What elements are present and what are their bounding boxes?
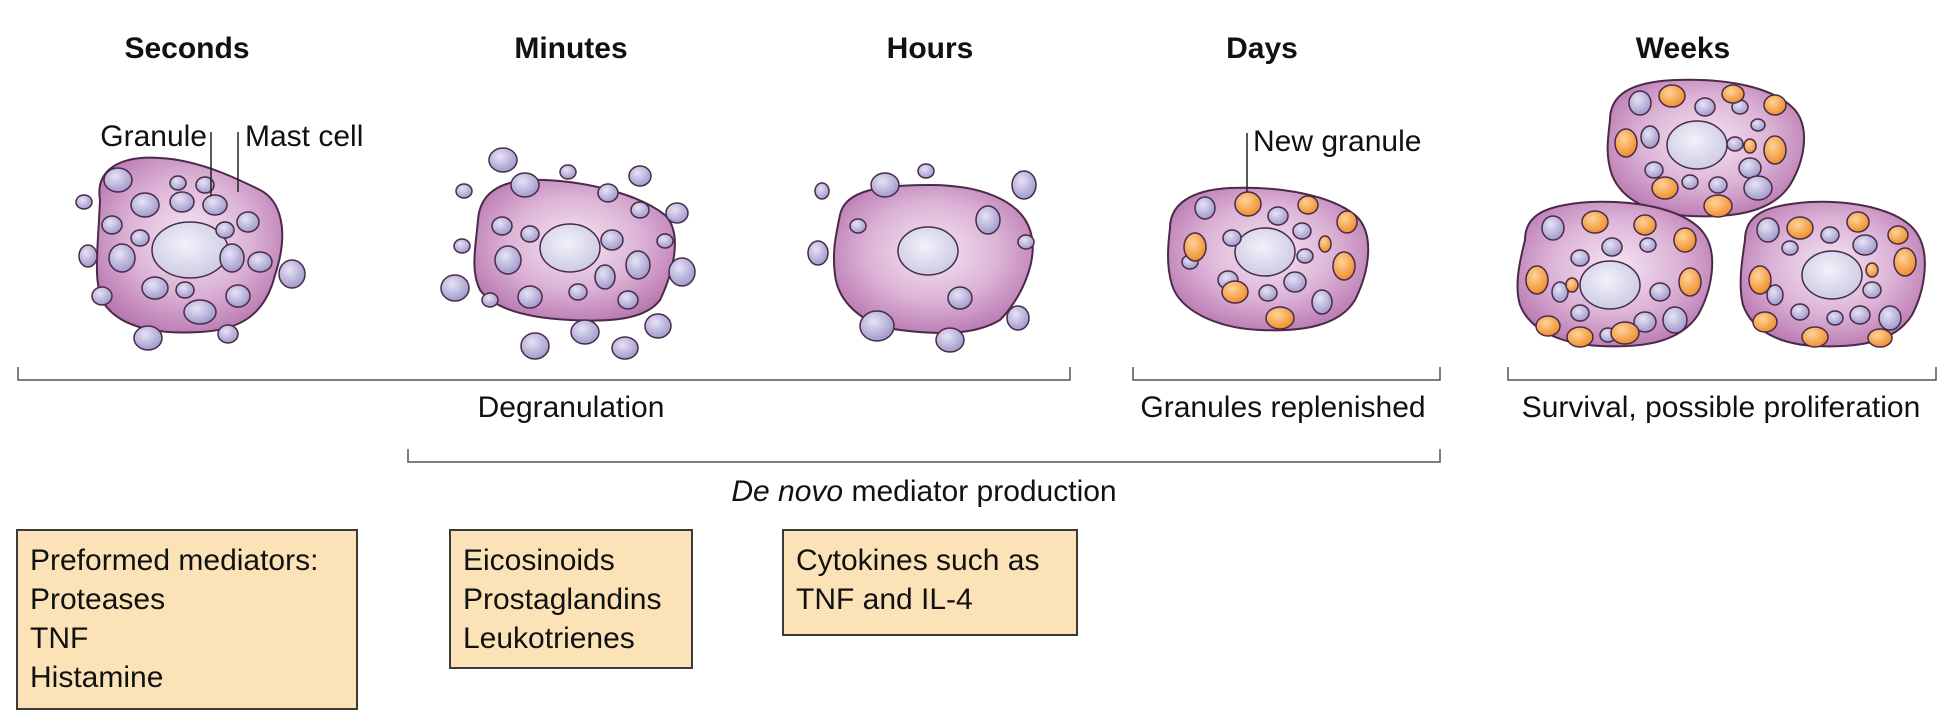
box-line: TNF and IL-4 — [796, 583, 973, 616]
mast-cell-seconds — [75, 156, 306, 351]
phase-minutes: Minutes — [514, 32, 627, 65]
mast-cell-weeks-right — [1739, 200, 1926, 348]
phase-hours: Hours — [887, 32, 974, 65]
box-line: Preformed mediators: — [30, 544, 319, 577]
mast-cell-label: Mast cell — [245, 120, 363, 153]
de-novo-rest: mediator production — [843, 475, 1117, 508]
mast-cell-minutes — [440, 147, 696, 360]
granules-replenished-bracket — [1132, 367, 1441, 381]
box-line: Histamine — [30, 661, 164, 694]
degranulation-bracket — [17, 367, 1071, 381]
mast-cell-hours — [807, 163, 1037, 353]
box-line: Prostaglandins — [463, 583, 662, 616]
box-line: Proteases — [30, 583, 166, 616]
mast-cell-weeks-top — [1606, 78, 1806, 218]
phase-days: Days — [1226, 32, 1298, 65]
phase-seconds: Seconds — [124, 32, 249, 65]
preformed-mediators-box: Preformed mediators: Proteases TNF Hista… — [16, 529, 358, 710]
mast-cell-days — [1167, 186, 1370, 332]
box-line: Leukotrienes — [463, 622, 635, 655]
granule-label: Granule — [100, 120, 207, 153]
box-line: Eicosinoids — [463, 544, 615, 577]
box-line: Cytokines such as — [796, 544, 1040, 577]
de-novo-italic: De novo — [731, 475, 843, 508]
cytokines-box: Cytokines such as TNF and IL-4 — [782, 529, 1078, 636]
degranulation-label: Degranulation — [478, 391, 665, 424]
mast-cell-weeks-left — [1516, 200, 1714, 348]
survival-label: Survival, possible proliferation — [1522, 391, 1921, 424]
de-novo-label: De novo mediator production — [731, 475, 1116, 508]
phase-weeks: Weeks — [1636, 32, 1731, 65]
new-granule-label: New granule — [1253, 125, 1421, 158]
box-line: TNF — [30, 622, 89, 655]
survival-bracket — [1507, 367, 1937, 381]
de-novo-bracket — [407, 449, 1441, 463]
granules-replenished-label: Granules replenished — [1140, 391, 1425, 424]
eicosinoids-box: Eicosinoids Prostaglandins Leukotrienes — [449, 529, 693, 669]
